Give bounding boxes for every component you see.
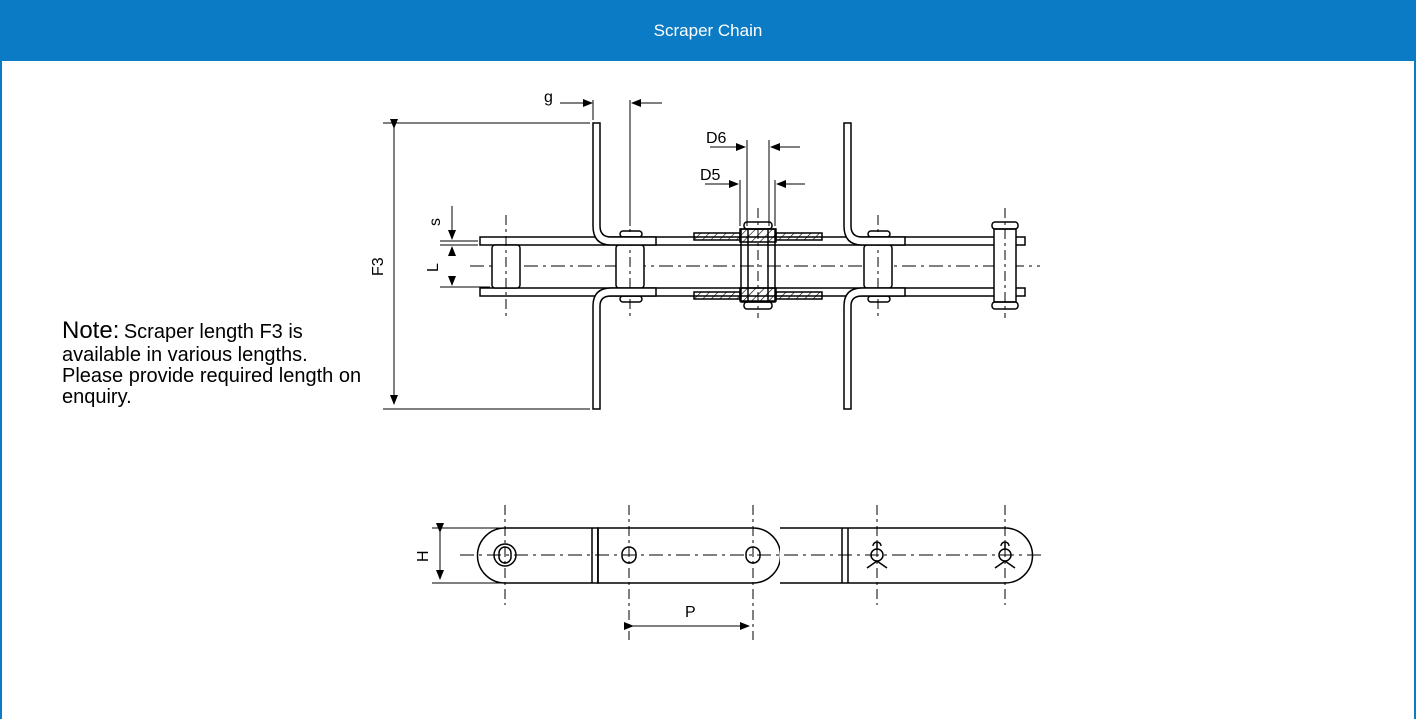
top-view-dimensions	[383, 99, 805, 410]
dim-label-p: P	[685, 604, 696, 621]
side-view	[476, 527, 1034, 584]
side-view-dimensions	[432, 505, 1045, 640]
note-body: Scraper length F3 is available in variou…	[62, 321, 362, 408]
dim-label-h: H	[415, 550, 432, 562]
note-text-block: Note: Scraper length F3 is available in …	[62, 317, 362, 408]
dim-label-d5: D5	[700, 167, 721, 184]
link-plate	[476, 527, 599, 584]
top-view	[470, 122, 1040, 410]
scraper-blade-left	[592, 122, 657, 246]
page-title: Scraper Chain	[0, 0, 1416, 61]
dim-label-l: L	[425, 263, 442, 272]
dim-label-f3: F3	[370, 257, 387, 276]
dim-label-d6: D6	[706, 130, 727, 147]
dim-label-s: s	[427, 218, 444, 226]
note-lead: Note:	[62, 317, 120, 344]
dim-label-g: g	[544, 89, 553, 106]
scraper-blade-right	[843, 122, 906, 246]
